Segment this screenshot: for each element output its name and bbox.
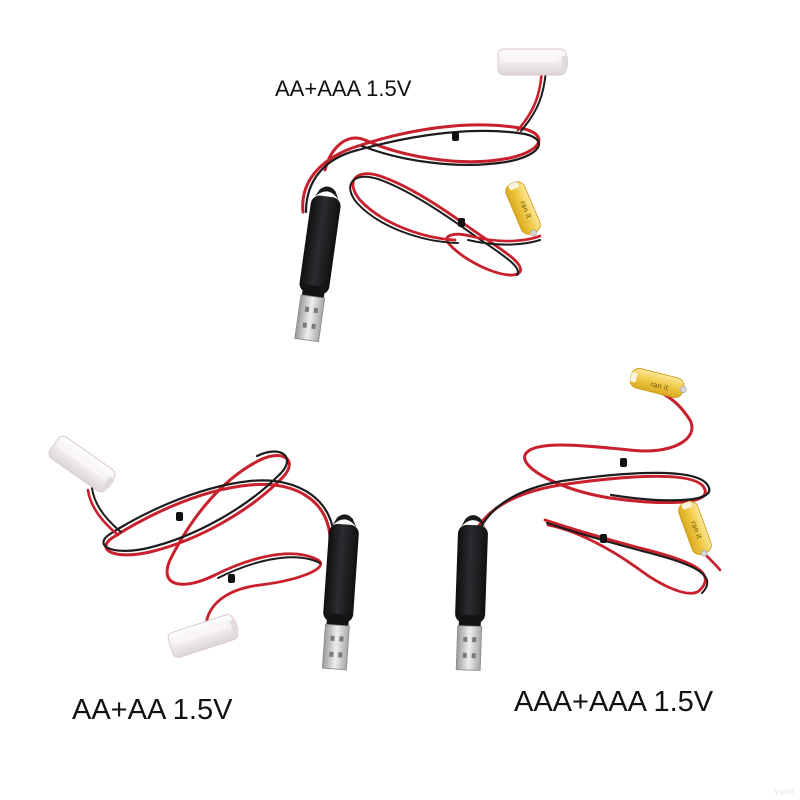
- cable-bundle-left: [86, 450, 336, 632]
- caption-aa-aaa: AA+AAA 1.5V: [275, 76, 412, 101]
- usb-adapter-left: [318, 512, 361, 671]
- watermark: yuan: [774, 787, 794, 796]
- caption-aa-aa: AA+AA 1.5V: [72, 694, 233, 726]
- product-aa-aa: [46, 433, 361, 671]
- usb-adapter-right: [452, 514, 490, 672]
- cable-bundle-top: [301, 68, 547, 277]
- product-aa-aaa: [291, 48, 569, 343]
- usb-adapter-top: [291, 183, 344, 343]
- aa-dummy-battery-top: [497, 48, 569, 76]
- caption-aaa-aaa: AAA+AAA 1.5V: [514, 686, 714, 718]
- aa-dummy-battery-left-2: [166, 612, 242, 660]
- cable-bundle-right: [466, 390, 722, 595]
- product-aaa-aaa: [452, 366, 722, 672]
- aa-dummy-battery-left-1: [46, 433, 120, 496]
